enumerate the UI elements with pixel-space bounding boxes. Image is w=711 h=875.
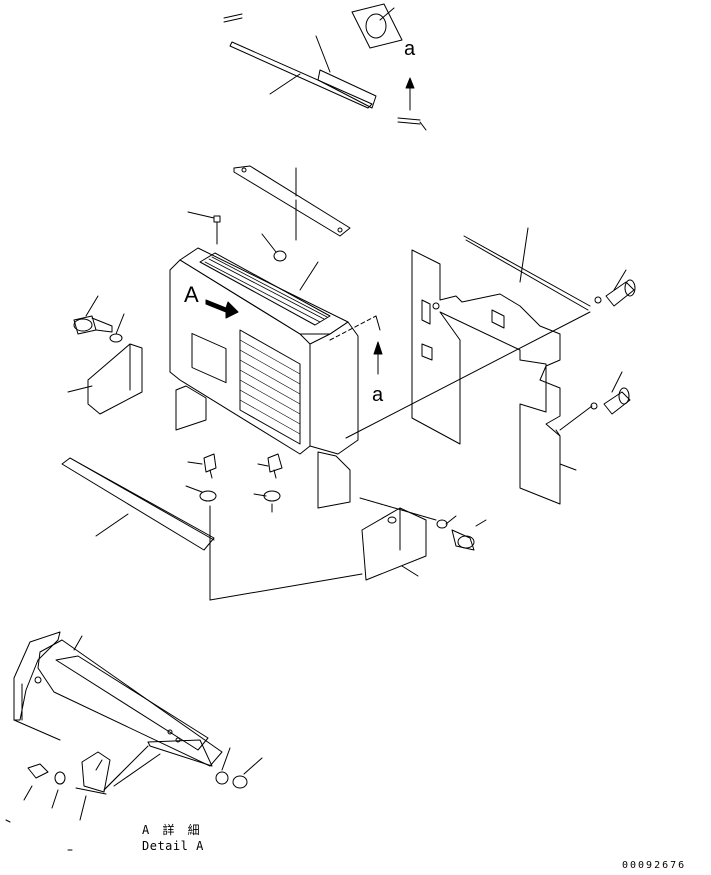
view-marker-a: A	[184, 282, 199, 307]
drawing-code: 00092676	[622, 860, 687, 871]
right-side-panel	[345, 227, 636, 505]
left-bolt-and-bracket	[67, 295, 143, 415]
main-cover-housing	[169, 247, 383, 509]
bottom-bolts-and-bar	[61, 453, 363, 601]
arrow-label-a-top: a	[404, 38, 416, 60]
arrow-label-a-mid: a	[372, 384, 384, 406]
detail-title-en: Detail A	[142, 839, 204, 853]
top-bracket	[187, 165, 351, 262]
right-bracket-and-bolts	[359, 497, 487, 581]
top-seal-parts	[223, 3, 427, 131]
detail-a-view	[5, 631, 263, 851]
detail-title-jp: A 詳 細	[142, 823, 203, 837]
